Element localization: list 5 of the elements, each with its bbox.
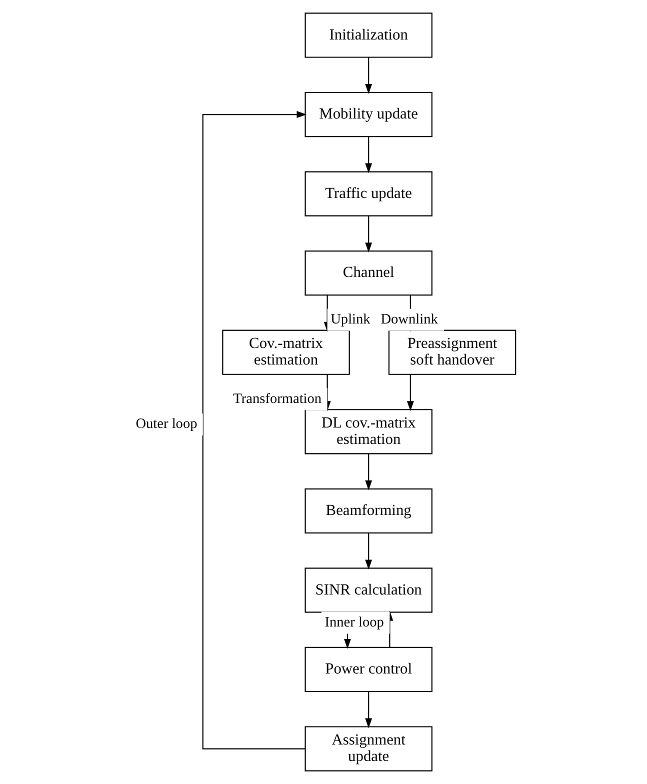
edge-label: Inner loop <box>324 614 384 631</box>
edge-label: Outer loop <box>135 416 197 432</box>
edge-label: Uplink <box>330 312 370 328</box>
edge-label: Transformation <box>232 390 322 407</box>
edge-label: Downlink <box>380 312 438 328</box>
